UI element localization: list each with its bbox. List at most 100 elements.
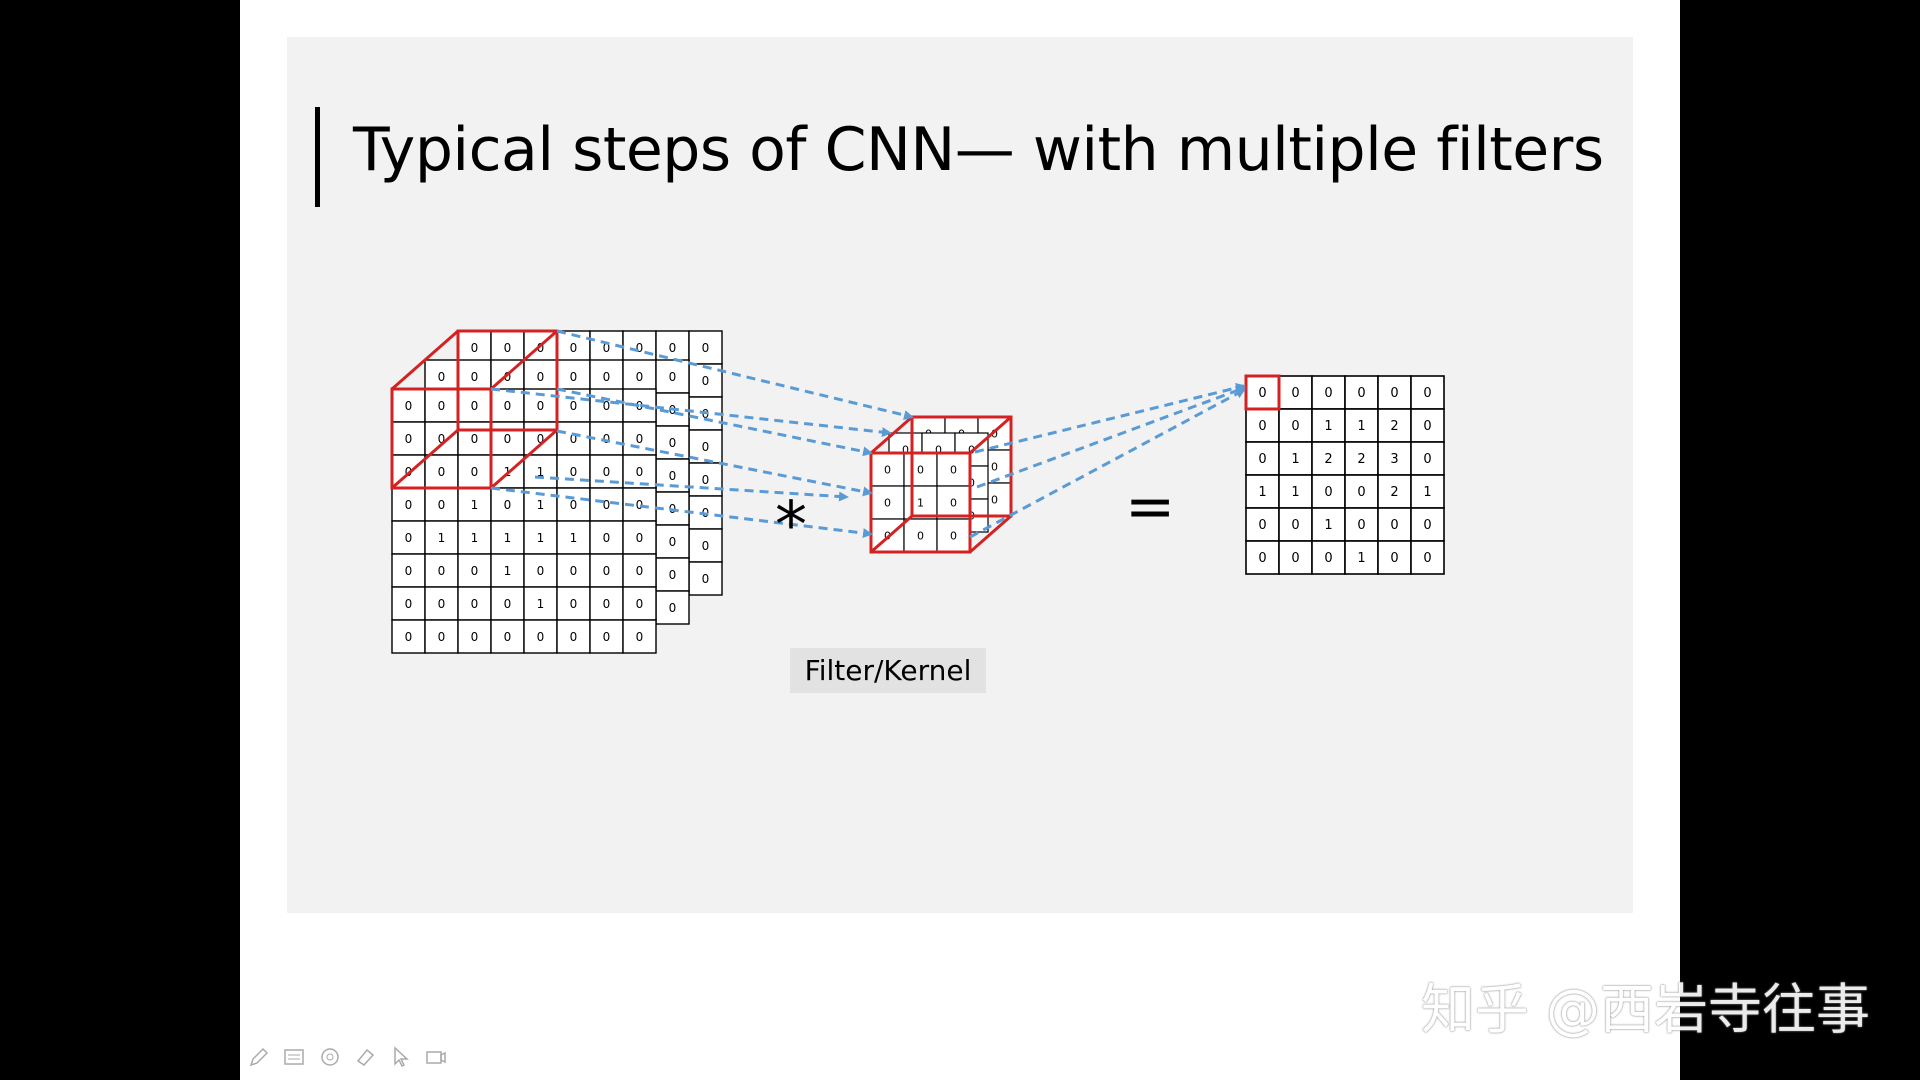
cell-value: 0 bbox=[1390, 551, 1398, 566]
dashed-arrow bbox=[490, 387, 892, 438]
cell-value: 0 bbox=[570, 498, 578, 512]
cell-value: 3 bbox=[1390, 452, 1398, 467]
cell-value: 0 bbox=[603, 498, 611, 512]
highlight-edge bbox=[490, 329, 558, 391]
cell-value: 0 bbox=[1258, 386, 1266, 401]
cell-value: 0 bbox=[636, 630, 644, 644]
grid-cell bbox=[490, 619, 525, 654]
eraser-icon[interactable] bbox=[354, 1046, 376, 1068]
grid-cell bbox=[903, 485, 938, 520]
cell-value: 0 bbox=[471, 370, 479, 384]
grid-cell bbox=[457, 619, 492, 654]
cell-value: 0 bbox=[570, 432, 578, 446]
cell-value: 1 bbox=[438, 531, 446, 545]
grid-cell bbox=[1311, 408, 1346, 443]
cell-value: 0 bbox=[603, 399, 611, 413]
grid-cell bbox=[589, 619, 624, 654]
cell-value: 0 bbox=[917, 529, 924, 542]
highlight-edge bbox=[391, 329, 459, 391]
cell-value: 1 bbox=[1258, 485, 1266, 500]
connection-arrows bbox=[490, 329, 1246, 539]
cell-value: 1 bbox=[917, 496, 924, 509]
camera-icon[interactable] bbox=[425, 1046, 447, 1068]
cell-value: 0 bbox=[438, 370, 446, 384]
cell-value: 0 bbox=[669, 601, 677, 615]
grid-cell bbox=[936, 485, 971, 520]
cell-value: 2 bbox=[1390, 485, 1398, 500]
cell-value: 0 bbox=[405, 498, 413, 512]
filter-volume: 000010000000010000000010000 bbox=[869, 415, 1013, 554]
cell-value: 0 bbox=[636, 498, 644, 512]
cell-value: 0 bbox=[702, 473, 710, 487]
grid-cell bbox=[688, 363, 723, 398]
cell-value: 0 bbox=[884, 496, 891, 509]
cell-value: 0 bbox=[504, 498, 512, 512]
cell-value: 0 bbox=[570, 399, 578, 413]
cell-value: 0 bbox=[1258, 551, 1266, 566]
cell-value: 0 bbox=[405, 531, 413, 545]
filter-edge bbox=[969, 514, 1012, 554]
cell-value: 1 bbox=[1357, 551, 1365, 566]
grid-cell bbox=[903, 518, 938, 553]
convolution-operator: * bbox=[775, 489, 807, 563]
slides-icon[interactable] bbox=[283, 1046, 305, 1068]
cell-value: 0 bbox=[1357, 518, 1365, 533]
grid-cell bbox=[1410, 375, 1445, 410]
grid-cell bbox=[936, 518, 971, 553]
cell-value: 0 bbox=[702, 341, 710, 355]
cell-value: 0 bbox=[570, 465, 578, 479]
cell-value: 0 bbox=[570, 564, 578, 578]
cell-value: 0 bbox=[471, 597, 479, 611]
cell-value: 0 bbox=[537, 432, 545, 446]
cell-value: 0 bbox=[570, 341, 578, 355]
cell-value: 0 bbox=[1423, 419, 1431, 434]
grid-cell bbox=[490, 330, 525, 365]
cell-value: 0 bbox=[405, 432, 413, 446]
cell-value: 0 bbox=[603, 531, 611, 545]
cell-value: 1 bbox=[537, 498, 545, 512]
cell-value: 0 bbox=[537, 564, 545, 578]
grid-cell bbox=[391, 553, 426, 588]
grid-cell bbox=[1278, 441, 1313, 476]
filter-edge bbox=[969, 415, 1012, 455]
cell-value: 0 bbox=[636, 341, 644, 355]
cell-value: 0 bbox=[636, 370, 644, 384]
cell-value: 1 bbox=[1357, 419, 1365, 434]
slide-title: Typical steps of CNN— with multiple filt… bbox=[353, 115, 1604, 185]
grid-cell bbox=[1311, 507, 1346, 542]
cell-value: 0 bbox=[1423, 551, 1431, 566]
title-accent-bar bbox=[315, 107, 320, 207]
cell-value: 0 bbox=[902, 443, 909, 456]
cell-value: 0 bbox=[1357, 485, 1365, 500]
cell-value: 1 bbox=[537, 531, 545, 545]
grid-cell bbox=[1377, 507, 1412, 542]
cell-value: 0 bbox=[1258, 452, 1266, 467]
pointer-icon[interactable] bbox=[390, 1046, 412, 1068]
zoom-icon[interactable] bbox=[319, 1046, 341, 1068]
cell-value: 0 bbox=[537, 370, 545, 384]
grid-cell bbox=[457, 330, 492, 365]
cell-value: 0 bbox=[405, 630, 413, 644]
cell-value: 0 bbox=[636, 564, 644, 578]
cell-value: 0 bbox=[603, 597, 611, 611]
cell-value: 0 bbox=[570, 597, 578, 611]
cell-value: 0 bbox=[504, 432, 512, 446]
cell-value: 0 bbox=[950, 463, 957, 476]
grid-cell bbox=[391, 520, 426, 555]
grid-cell bbox=[589, 553, 624, 588]
grid-cell bbox=[556, 586, 591, 621]
dashed-arrow bbox=[976, 386, 1246, 489]
grid-cell bbox=[936, 452, 971, 487]
grid-cell bbox=[622, 619, 657, 654]
highlight-edge bbox=[490, 428, 558, 490]
grid-cell bbox=[556, 388, 591, 423]
grid-cell bbox=[622, 520, 657, 555]
cell-value: 2 bbox=[1357, 452, 1365, 467]
cell-value: 0 bbox=[405, 564, 413, 578]
pen-icon[interactable] bbox=[248, 1046, 270, 1068]
cell-value: 0 bbox=[935, 443, 942, 456]
cell-value: 0 bbox=[1390, 518, 1398, 533]
grid-cell bbox=[1410, 474, 1445, 509]
cell-value: 0 bbox=[884, 463, 891, 476]
cell-value: 0 bbox=[669, 568, 677, 582]
